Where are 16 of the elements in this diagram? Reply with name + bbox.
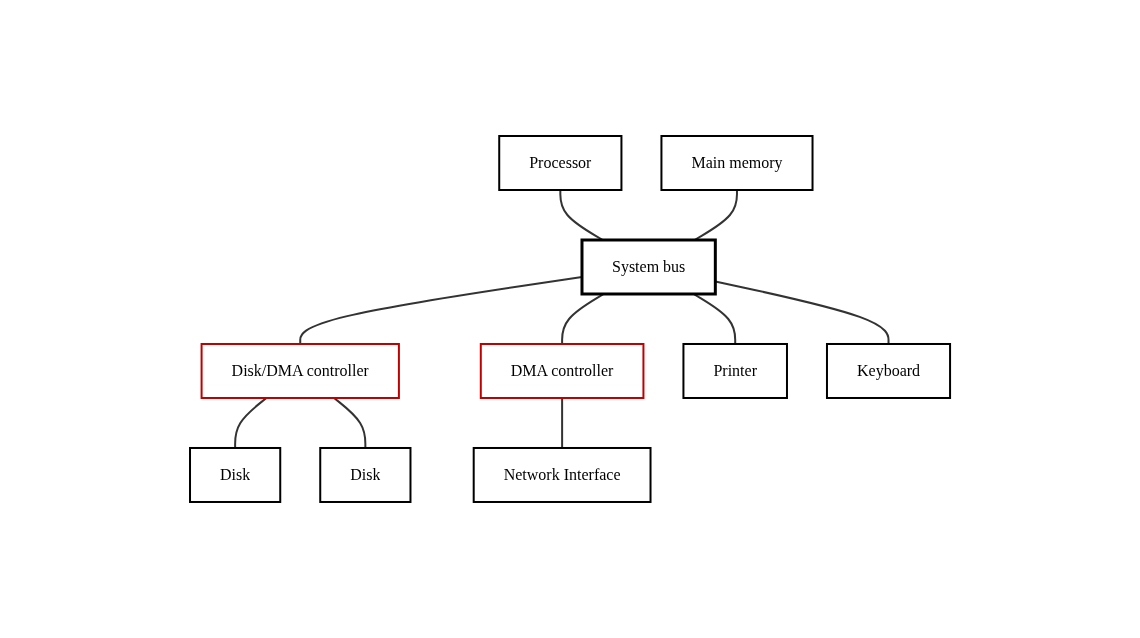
node-box: Disk [188,447,282,503]
node-box: System bus [580,238,717,296]
node-box: Disk/DMA controller [200,343,400,399]
node-box: Printer [682,343,788,399]
connector [333,397,367,449]
connector [234,397,268,449]
node-box: Keyboard [825,343,951,399]
node-box: Processor [498,135,623,191]
node-box: DMA controller [479,343,645,399]
connector [559,189,604,241]
node-box: Disk [319,447,412,503]
connector [692,293,737,345]
connector [561,397,564,449]
connector [561,293,605,345]
node-box: Main memory [660,135,814,191]
node-box: Network Interface [472,447,652,503]
